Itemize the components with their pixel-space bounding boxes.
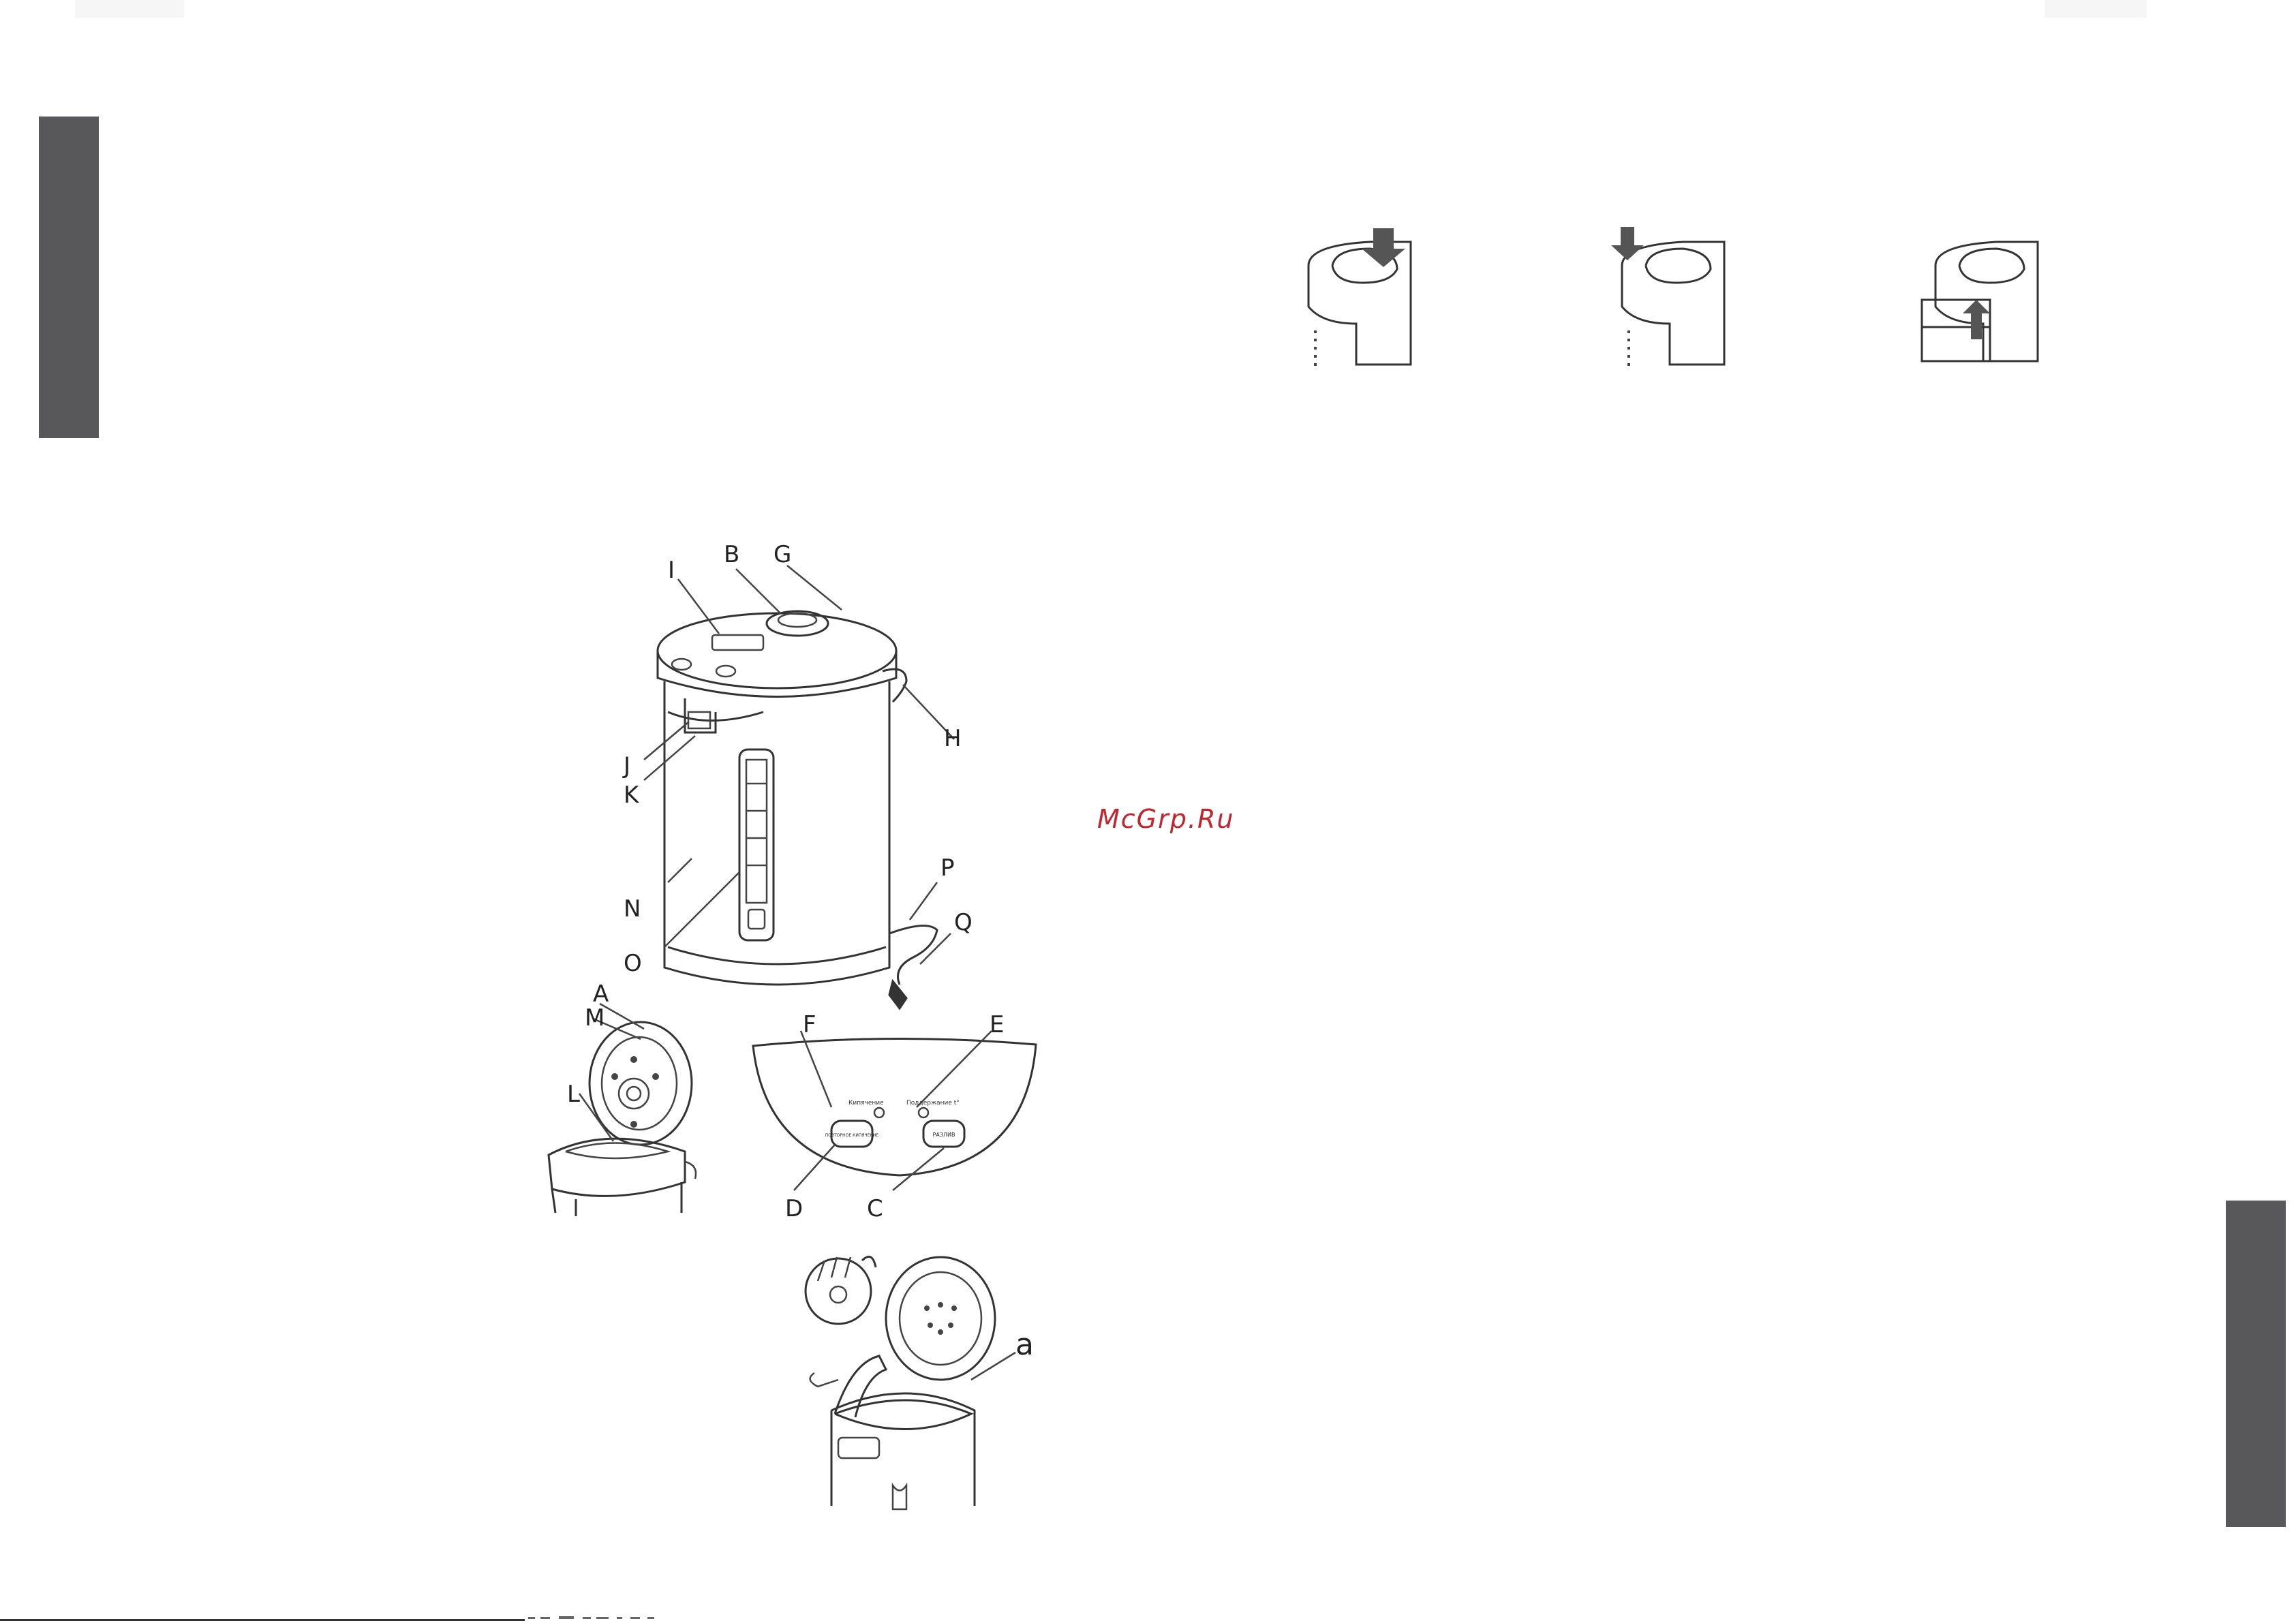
label-P: P <box>940 854 955 882</box>
label-M: M <box>585 1004 604 1032</box>
open-lid-diagram: A M L <box>525 957 743 1216</box>
top-faint-left <box>75 0 184 18</box>
label-Q: Q <box>954 909 973 936</box>
step-icon-2 <box>1608 218 1745 354</box>
thermopot-main-diagram: I B G H J K N O P Q <box>572 538 1063 1015</box>
label-C: C <box>867 1195 883 1222</box>
button-left-text: ПОВТОРНОЕ КИПЯЧЕНИЕ <box>825 1133 879 1138</box>
label-B: B <box>724 541 739 568</box>
label-G: G <box>774 541 791 568</box>
label-F: F <box>803 1011 816 1038</box>
bottom-rule <box>0 1619 525 1621</box>
watermark: McGrp.Ru <box>1097 804 1234 834</box>
filter-cleaning-sketch: a <box>797 1240 1043 1519</box>
step-icon-3 <box>1908 218 2058 354</box>
indicator-left-text: Кипячение <box>848 1100 884 1107</box>
bottom-specks <box>528 1615 678 1622</box>
label-A: A <box>593 980 609 1008</box>
label-N: N <box>624 895 641 923</box>
indicator-right-text: Поддержание t° <box>906 1100 960 1107</box>
label-D: D <box>785 1195 803 1222</box>
label-I: I <box>668 557 675 584</box>
top-faint-right <box>2045 0 2147 18</box>
button-right-text: РАЗЛИВ <box>933 1132 955 1138</box>
callout-a: a <box>1015 1327 1034 1362</box>
right-page-tab <box>2226 1201 2286 1527</box>
lid <box>658 611 896 697</box>
left-page-tab <box>39 117 99 438</box>
label-L: L <box>567 1081 580 1108</box>
label-H: H <box>944 725 962 752</box>
label-J: J <box>622 752 630 779</box>
label-E: E <box>990 1011 1004 1038</box>
step-icon-1 <box>1295 218 1431 354</box>
label-K: K <box>624 782 640 809</box>
control-panel-diagram: Кипячение Поддержание t° ПОВТОРНОЕ КИПЯЧ… <box>750 1012 1050 1237</box>
